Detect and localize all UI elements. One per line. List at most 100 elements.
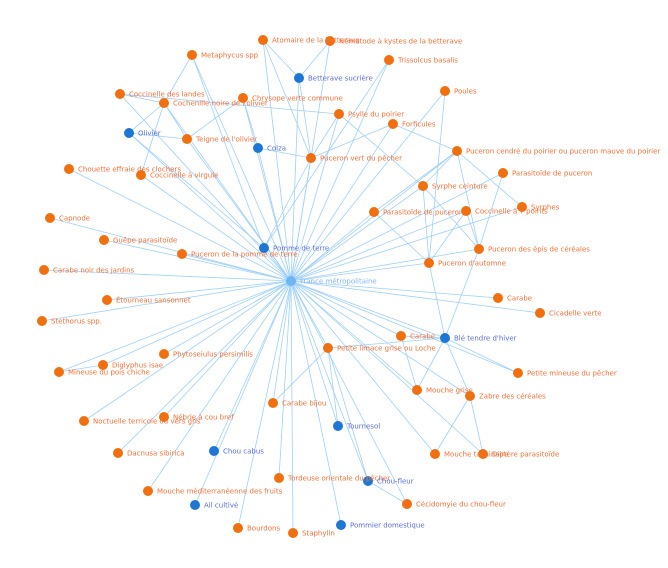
node-marker[interactable] (465, 391, 475, 401)
node-marker[interactable] (233, 523, 243, 533)
node-label[interactable]: Puceron des épis de céréales (488, 246, 590, 254)
node-label[interactable]: Parasitoïde de puceron (512, 170, 592, 178)
node-label[interactable]: Nématode à kystes de la betterave (339, 38, 462, 46)
node-marker[interactable] (430, 449, 440, 459)
node-marker[interactable] (384, 55, 394, 65)
node-marker[interactable] (159, 349, 169, 359)
node-label[interactable]: Diptère parasitoïde (492, 451, 559, 459)
node-marker[interactable] (498, 168, 508, 178)
node-marker[interactable] (412, 385, 422, 395)
node-marker[interactable] (325, 36, 335, 46)
node-marker[interactable] (39, 265, 49, 275)
node-label[interactable]: Atomaire de la betterave (272, 37, 360, 45)
node-label[interactable]: Pomme de terre (273, 245, 329, 253)
node-label[interactable]: Phytoseiulus persimilis (173, 351, 253, 359)
node-marker[interactable] (274, 473, 284, 483)
node-marker[interactable] (461, 206, 471, 216)
node-label[interactable]: Chrysope verte commune (252, 95, 343, 103)
node-marker[interactable] (440, 86, 450, 96)
node-label[interactable]: Puceron cendré du poirier ou puceron mau… (466, 148, 660, 156)
node-marker[interactable] (294, 73, 304, 83)
node-label[interactable]: Colza (267, 145, 286, 153)
node-label[interactable]: Psylle du poirier (348, 111, 404, 119)
node-label[interactable]: Étourneau sansonnet (116, 296, 191, 305)
node-label[interactable]: Puceron de la pomme de terre (191, 251, 298, 259)
node-label[interactable]: Mouche grise (426, 387, 473, 395)
node-marker[interactable] (323, 343, 333, 353)
node-label[interactable]: Petite mineuse du pêcher (527, 370, 617, 378)
node-marker[interactable] (333, 421, 343, 431)
node-label[interactable]: Teigne de l'olivier (195, 136, 257, 144)
node-label[interactable]: Chou cabus (223, 448, 264, 456)
node-label[interactable]: Carabe noir des jardins (53, 267, 135, 275)
node-marker[interactable] (288, 528, 298, 538)
node-label[interactable]: Staphylin (302, 530, 335, 538)
node-marker[interactable] (136, 170, 146, 180)
node-marker[interactable] (396, 331, 406, 341)
node-marker[interactable] (124, 128, 134, 138)
node-marker[interactable] (259, 243, 269, 253)
node-label[interactable]: Chou-fleur (377, 478, 414, 486)
node-label[interactable]: Syrphe ceinture (432, 183, 488, 191)
node-marker[interactable] (79, 416, 89, 426)
node-label[interactable]: Coccinelle à virgule (150, 172, 218, 180)
node-label[interactable]: Carabe (507, 295, 532, 303)
node-label[interactable]: Syrphes (531, 204, 560, 212)
node-label[interactable]: Coccinelle des landes (129, 91, 205, 99)
node-marker[interactable] (115, 89, 125, 99)
node-marker[interactable] (177, 249, 187, 259)
node-marker[interactable] (45, 213, 55, 223)
node-marker[interactable] (388, 119, 398, 129)
node-marker[interactable] (187, 50, 197, 60)
node-label[interactable]: Blé tendre d'hiver (454, 335, 517, 343)
node-label[interactable]: Zabre des céréales (479, 393, 546, 401)
node-label[interactable]: Chouette effraie des clochers (78, 166, 181, 174)
node-label[interactable]: Carabe bijou (282, 400, 326, 408)
node-marker[interactable] (190, 500, 200, 510)
node-marker[interactable] (253, 143, 263, 153)
node-marker[interactable] (452, 146, 462, 156)
node-label[interactable]: France métropolitaine (300, 278, 377, 286)
node-marker[interactable] (143, 486, 153, 496)
node-label[interactable]: Cochenille noire de l'olivier (173, 100, 268, 108)
node-label[interactable]: Carabe (410, 333, 435, 341)
node-marker[interactable] (286, 276, 296, 286)
node-label[interactable]: Nébrie à cou bref (173, 414, 234, 422)
node-marker[interactable] (474, 244, 484, 254)
node-marker[interactable] (64, 164, 74, 174)
node-label[interactable]: Poules (454, 88, 477, 96)
node-label[interactable]: Guêpe parasitoïde (113, 237, 177, 245)
node-marker[interactable] (418, 181, 428, 191)
node-label[interactable]: Pommier domestique (350, 522, 425, 530)
node-marker[interactable] (363, 476, 373, 486)
node-marker[interactable] (102, 295, 112, 305)
node-marker[interactable] (306, 153, 316, 163)
node-marker[interactable] (113, 448, 123, 458)
node-marker[interactable] (336, 520, 346, 530)
node-label[interactable]: Coccinelle à 7 points (475, 208, 548, 216)
node-label[interactable]: Cicadelle verte (549, 310, 602, 318)
node-label[interactable]: Betterave sucrière (308, 75, 373, 83)
node-marker[interactable] (369, 207, 379, 217)
node-marker[interactable] (478, 449, 488, 459)
node-label[interactable]: Diglyphus isae (112, 362, 163, 370)
node-label[interactable]: Forficules (402, 121, 436, 129)
node-marker[interactable] (159, 412, 169, 422)
node-marker[interactable] (440, 333, 450, 343)
node-label[interactable]: Dacnusa sibirica (127, 450, 185, 458)
node-label[interactable]: Stethorus spp. (51, 318, 102, 326)
node-label[interactable]: Parasitoïde de puceron (383, 209, 463, 217)
node-label[interactable]: Mouche méditerranéenne des fruits (157, 488, 283, 496)
node-marker[interactable] (493, 293, 503, 303)
node-marker[interactable] (98, 360, 108, 370)
node-label[interactable]: Mouche tachinaire (444, 451, 509, 459)
node-marker[interactable] (268, 398, 278, 408)
node-marker[interactable] (535, 308, 545, 318)
node-marker[interactable] (513, 368, 523, 378)
node-label[interactable]: Ail cultivé (204, 502, 238, 510)
node-label[interactable]: Cécidomyie du chou-fleur (416, 501, 506, 509)
node-marker[interactable] (37, 316, 47, 326)
node-label[interactable]: Puceron d'automne (438, 260, 506, 268)
node-label[interactable]: Mineuse du pois chiche (68, 369, 150, 377)
node-label[interactable]: Trissolcus basalis (397, 57, 458, 65)
